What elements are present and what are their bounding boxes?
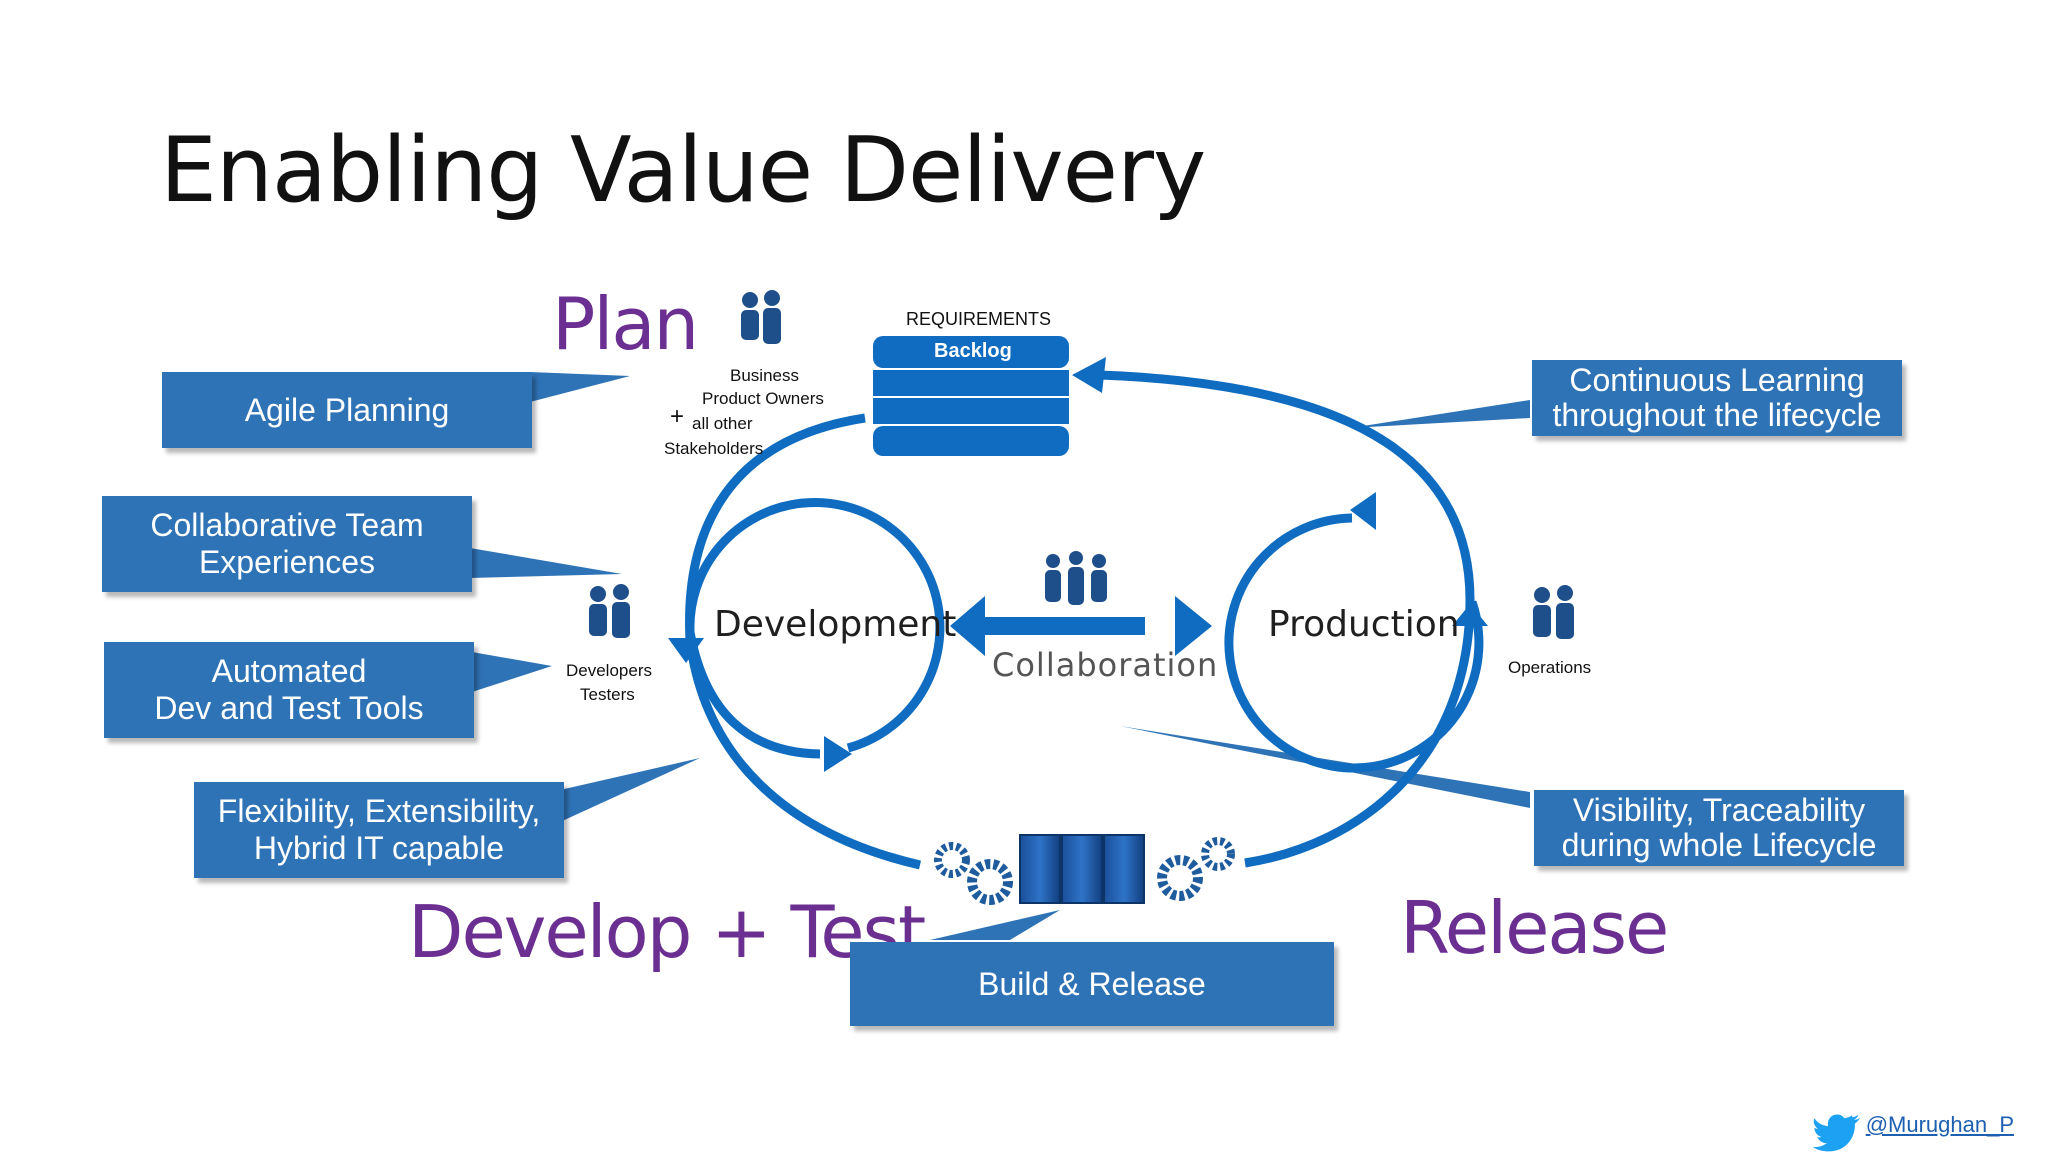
collaboration-arrow	[950, 596, 1212, 656]
phase-release: Release	[1400, 886, 1669, 970]
plus-label: +	[670, 403, 685, 430]
arrow-icon	[1072, 357, 1106, 393]
pointer-automated	[472, 652, 552, 692]
twitter-handle-link[interactable]: @Murughan_P	[1865, 1112, 2014, 1137]
callout-continuous-learning: Continuous Learning throughout the lifec…	[1532, 360, 1902, 436]
business-label: Business	[730, 366, 799, 385]
server-icon	[1019, 834, 1145, 904]
callout-text: Continuous Learning	[1569, 362, 1865, 398]
people-icon-developers	[589, 584, 630, 638]
callout-text: Hybrid IT capable	[253, 830, 505, 866]
all-other-label: all other	[692, 414, 753, 433]
callout-agile-planning: Agile Planning	[162, 372, 532, 448]
requirements-label: REQUIREMENTS	[906, 309, 1052, 329]
pointer-continuous	[1350, 400, 1530, 428]
arrow-icon	[824, 736, 852, 772]
callout-text: Automated	[211, 653, 367, 689]
arrow-icon	[1452, 604, 1488, 626]
callout-text: Collaborative Team	[150, 507, 424, 543]
testers-label: Testers	[580, 685, 635, 704]
phase-plan: Plan	[552, 282, 699, 366]
backlog-label: Backlog	[934, 340, 1012, 362]
gear-icon	[934, 837, 1235, 905]
stakeholders-label: Stakeholders	[664, 439, 764, 458]
development-label: Development	[714, 604, 957, 645]
collaboration-label: Collaboration	[992, 646, 1219, 684]
phase-develop-test: Develop + Test	[408, 890, 926, 974]
callout-text: Dev and Test Tools	[154, 690, 424, 726]
backlog-stack	[873, 336, 1069, 456]
arrow-icon	[1350, 492, 1376, 530]
production-label: Production	[1268, 604, 1460, 645]
callout-collaborative-team: Collaborative Team Experiences	[102, 496, 472, 592]
people-icon-collaboration	[1045, 551, 1107, 605]
pointer-flex	[560, 758, 700, 822]
callout-text: throughout the lifecycle	[1552, 397, 1882, 433]
callout-text: during whole Lifecycle	[1561, 827, 1877, 863]
operations-label: Operations	[1508, 658, 1592, 677]
development-circle	[685, 497, 945, 759]
callout-flexibility: Flexibility, Extensibility, Hybrid IT ca…	[194, 782, 564, 878]
page-title: Enabling Value Delivery	[160, 118, 1206, 223]
developers-label: Developers	[566, 661, 652, 680]
callout-visibility: Visibility, Traceability during whole Li…	[1534, 790, 1904, 866]
pointer-agile	[530, 372, 630, 402]
people-icon-business	[741, 290, 781, 344]
callout-build-release: Build & Release	[850, 942, 1334, 1026]
callout-automated-tools: Automated Dev and Test Tools	[104, 642, 474, 738]
production-circle	[1224, 513, 1484, 773]
callout-text: Build & Release	[978, 965, 1206, 1002]
pointer-collab	[470, 548, 622, 578]
twitter-icon	[1812, 1114, 1861, 1152]
product-owners-label: Product Owners	[702, 389, 824, 408]
callout-text: Agile Planning	[244, 391, 450, 428]
people-icon-operations	[1533, 585, 1574, 639]
callout-text: Visibility, Traceability	[1572, 792, 1866, 828]
callout-text: Flexibility, Extensibility,	[217, 793, 541, 829]
callout-text: Experiences	[198, 544, 376, 580]
pointer-build	[930, 910, 1060, 940]
